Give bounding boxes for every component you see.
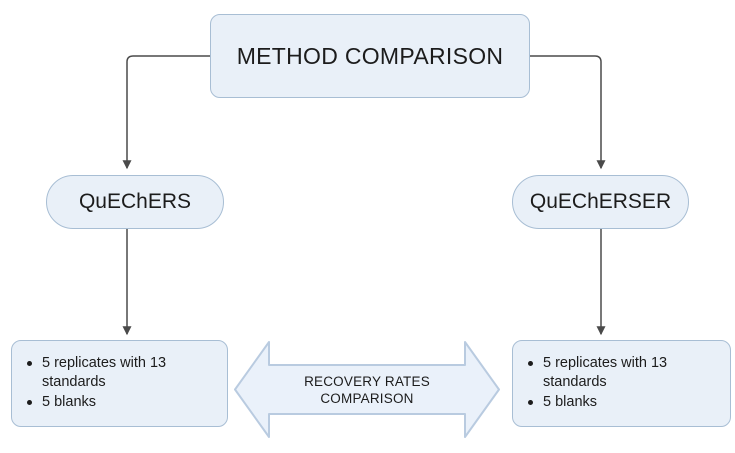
- double-headed-arrow-icon: [234, 341, 500, 438]
- node-method-comparison[interactable]: METHOD COMPARISON: [210, 14, 530, 98]
- list-item: 5 blanks: [26, 393, 219, 412]
- node-quechers-label: QuEChERS: [78, 190, 192, 213]
- recovery-rates-label: RECOVERY RATES COMPARISON: [233, 337, 501, 442]
- connector-top-to-quecherser: [530, 55, 606, 170]
- list-item: 5 replicates with 13 standards: [527, 354, 722, 392]
- samples-left-list: 5 replicates with 13 standards 5 blanks: [12, 354, 227, 413]
- node-samples-left[interactable]: 5 replicates with 13 standards 5 blanks: [11, 340, 228, 427]
- connector-top-to-quechers: [122, 55, 210, 170]
- list-item: 5 blanks: [527, 393, 722, 412]
- recovery-rates-line1: RECOVERY RATES: [304, 373, 430, 389]
- node-quecherser[interactable]: QuEChERSER: [512, 175, 689, 229]
- node-quechers[interactable]: QuEChERS: [46, 175, 224, 229]
- node-method-comparison-label: METHOD COMPARISON: [236, 42, 504, 69]
- node-samples-right[interactable]: 5 replicates with 13 standards 5 blanks: [512, 340, 731, 427]
- recovery-rates-line2: COMPARISON: [320, 390, 414, 406]
- node-quecherser-label: QuEChERSER: [529, 190, 672, 213]
- list-item: 5 replicates with 13 standards: [26, 354, 219, 392]
- samples-right-list: 5 replicates with 13 standards 5 blanks: [513, 354, 730, 413]
- node-recovery-rates-comparison[interactable]: RECOVERY RATES COMPARISON: [233, 337, 501, 442]
